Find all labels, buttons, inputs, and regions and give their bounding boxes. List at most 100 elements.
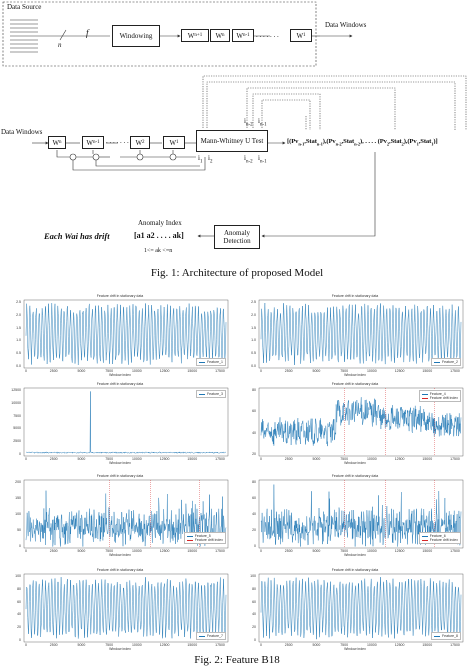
legend-entry: Feature_5 xyxy=(186,534,223,538)
y-tick-label: 5000 xyxy=(13,426,21,431)
feature-series-line xyxy=(260,397,462,447)
data-source-region xyxy=(2,1,317,67)
legend-label: Feature drift index xyxy=(194,538,223,542)
x-tick-label: 17500 xyxy=(215,643,225,647)
x-tick-label: 15000 xyxy=(422,643,433,647)
x-tick-label: 7500 xyxy=(105,457,114,461)
y-tick-label: 60 xyxy=(17,599,21,604)
legend-entry: Feature_6 xyxy=(421,534,458,538)
plot-title: Feature drift in stationary data xyxy=(331,474,379,478)
mann-whitney-box: Mann-Whitney U Test xyxy=(196,130,268,152)
x-tick-label: 7500 xyxy=(105,643,114,647)
feedback-loops xyxy=(202,75,467,130)
data-windows-left-label: Data Windows xyxy=(1,128,43,136)
y-tick-label: 0 xyxy=(254,544,256,548)
y-tick-label: 40 xyxy=(252,430,256,435)
legend-swatch xyxy=(199,635,206,637)
x-tick-label: 15000 xyxy=(422,549,433,553)
x-tick-label: 12500 xyxy=(394,369,405,373)
legend-swatch xyxy=(421,397,428,399)
y-tick-label: 1.0 xyxy=(251,338,256,343)
x-tick-label: 10000 xyxy=(366,643,377,647)
y-tick-label: 0 xyxy=(19,544,21,548)
x-tick-label: 5000 xyxy=(77,457,86,461)
x-tick-label: 0 xyxy=(25,643,27,647)
y-tick-label: 40 xyxy=(252,512,256,516)
x-tick-label: 15000 xyxy=(422,369,433,373)
pv-output-label: [(Pvn-1,Statn-1),(Pvn-2,Statn-2), . . . … xyxy=(287,138,438,147)
y-tick-label: 0.5 xyxy=(16,351,21,356)
y-tick-label: 1.0 xyxy=(16,338,21,343)
x-tick-label: 15000 xyxy=(187,369,198,373)
legend-label: Feature drift index xyxy=(429,396,458,400)
legend-swatch xyxy=(434,635,441,637)
y-tick-label: 0.5 xyxy=(251,351,256,356)
f-label: f xyxy=(86,28,89,38)
legend-label: Feature_5 xyxy=(194,534,211,538)
x-tick-label: 5000 xyxy=(77,643,86,647)
plot-legend: Feature_1 xyxy=(196,358,226,366)
x-tick-label: 0 xyxy=(260,643,262,647)
x-tick-label: 5000 xyxy=(312,643,321,647)
windowing-box: Windowing xyxy=(112,25,160,47)
x-tick-label: 2500 xyxy=(284,369,293,373)
anomaly-detection-box: Anomaly Detection xyxy=(214,225,260,249)
legend-entry: Feature drift index xyxy=(421,538,458,542)
anomaly-range: 1<= ak <=n xyxy=(144,248,173,254)
window-mid-ellipsis: . . . . . . . xyxy=(106,137,129,145)
x-tick-label: 10000 xyxy=(131,549,142,553)
feature-series-line xyxy=(260,577,462,640)
legend-entry: Feature_7 xyxy=(199,634,223,638)
x-tick-label: 2500 xyxy=(284,643,293,647)
x-axis-label: Window index xyxy=(344,373,366,377)
legend-entry: Feature drift index xyxy=(421,396,458,400)
x-tick-label: 2500 xyxy=(49,369,58,373)
plot-canvas xyxy=(23,573,229,643)
y-tick-label: 0 xyxy=(19,638,21,642)
y-tick-label: 20 xyxy=(252,452,256,456)
x-tick-label: 7500 xyxy=(340,457,349,461)
n-label: n xyxy=(58,41,62,49)
i2-label: i2 xyxy=(208,154,213,165)
legend-entry: Feature_4 xyxy=(421,392,458,396)
feature-series-line xyxy=(260,302,462,366)
legend-label: Feature drift index xyxy=(429,538,458,542)
mann-whitney-label: Mann-Whitney U Test xyxy=(200,137,264,145)
x-tick-label: 15000 xyxy=(187,457,198,461)
x-tick-label: 2500 xyxy=(49,643,58,647)
plot-title: Feature drift in stationary data xyxy=(331,294,379,298)
x-tick-label: 0 xyxy=(260,369,262,373)
x-tick-label: 10000 xyxy=(366,457,377,461)
x-tick-label: 17500 xyxy=(215,369,225,373)
y-tick-label: 60 xyxy=(252,409,256,414)
windowing-label: Windowing xyxy=(119,32,153,40)
y-tick-label: 2.0 xyxy=(251,312,256,317)
y-tick-label: 60 xyxy=(252,599,256,604)
x-tick-label: 5000 xyxy=(312,369,321,373)
y-tick-label: 100 xyxy=(15,512,21,516)
x-axis-label: Window index xyxy=(109,461,131,465)
x-axis-label: Window index xyxy=(109,373,131,377)
y-tick-label: 0.0 xyxy=(251,364,256,368)
window-top-ellipsis: . . . . . . . xyxy=(256,31,279,39)
y-tick-label: 0 xyxy=(19,452,21,456)
in1-top-label: in-1 xyxy=(258,117,267,128)
x-tick-label: 17500 xyxy=(215,457,225,461)
x-tick-label: 12500 xyxy=(159,457,170,461)
x-tick-label: 12500 xyxy=(394,457,405,461)
x-tick-label: 2500 xyxy=(49,457,58,461)
x-tick-label: 7500 xyxy=(105,549,114,553)
x-tick-label: 15000 xyxy=(187,549,198,553)
x-tick-label: 2500 xyxy=(284,549,293,553)
x-axis-label: Window index xyxy=(109,553,131,557)
